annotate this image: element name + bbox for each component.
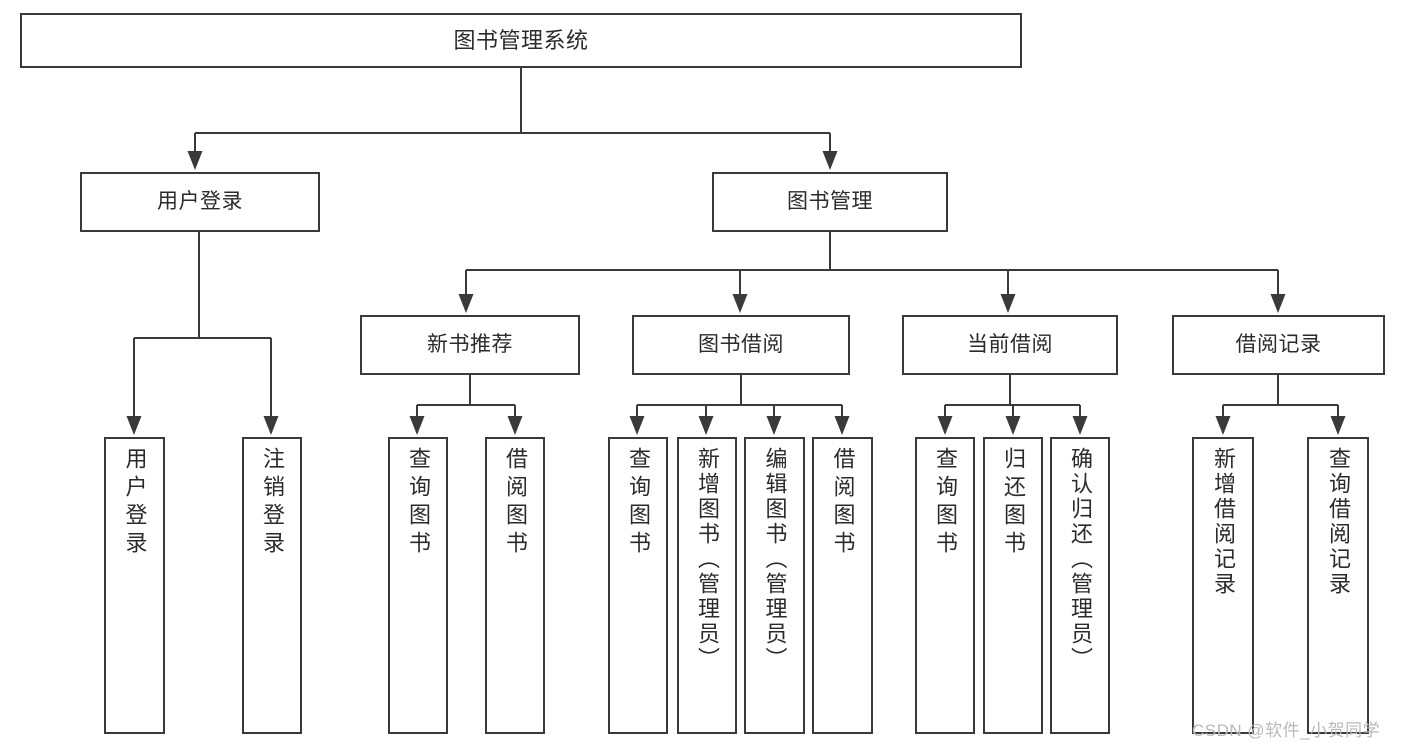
leaf-confirm-return-admin-label: 确认归还（管理员）: [1068, 447, 1093, 672]
leaf-confirm-return-admin[interactable]: 确认归还（管理员）: [1050, 437, 1110, 734]
leaf-query-books-borrow[interactable]: 查询图书: [608, 437, 668, 734]
node-user-login[interactable]: 用户登录: [80, 172, 320, 232]
leaf-edit-book-admin[interactable]: 编辑图书（管理员）: [744, 437, 805, 734]
leaf-query-books-recommend[interactable]: 查询图书: [388, 437, 448, 734]
leaf-query-books-recommend-label: 查询图书: [406, 447, 431, 559]
node-user-login-label: 用户登录: [157, 189, 243, 213]
node-new-book-recommend[interactable]: 新书推荐: [360, 315, 580, 375]
leaf-query-books-current-label: 查询图书: [933, 447, 958, 559]
leaf-add-book-admin[interactable]: 新增图书（管理员）: [677, 437, 737, 734]
leaf-return-books-label: 归还图书: [1001, 447, 1026, 559]
leaf-query-borrow-record[interactable]: 查询借阅记录: [1307, 437, 1369, 734]
node-book-management[interactable]: 图书管理: [712, 172, 948, 232]
node-current-borrow-label: 当前借阅: [967, 332, 1053, 356]
leaf-logout-login[interactable]: 注销登录: [242, 437, 302, 734]
leaf-return-books[interactable]: 归还图书: [983, 437, 1043, 734]
leaf-logout-login-label: 注销登录: [260, 447, 285, 559]
node-root-label: 图书管理系统: [453, 27, 589, 53]
leaf-borrow-books-recommend-label: 借阅图书: [503, 447, 528, 559]
leaf-add-borrow-record[interactable]: 新增借阅记录: [1192, 437, 1254, 734]
node-root[interactable]: 图书管理系统: [20, 13, 1022, 68]
leaf-add-borrow-record-label: 新增借阅记录: [1211, 447, 1236, 597]
node-book-management-label: 图书管理: [787, 189, 873, 213]
node-book-borrow[interactable]: 图书借阅: [632, 315, 850, 375]
node-borrow-record[interactable]: 借阅记录: [1172, 315, 1385, 375]
leaf-edit-book-admin-label: 编辑图书（管理员）: [762, 447, 788, 672]
node-borrow-record-label: 借阅记录: [1235, 332, 1322, 356]
watermark: CSDN @软件_小贺同学: [1192, 721, 1381, 740]
leaf-borrow-books-label: 借阅图书: [830, 447, 856, 559]
leaf-user-login[interactable]: 用户登录: [104, 437, 165, 734]
leaf-add-book-admin-label: 新增图书（管理员）: [695, 447, 720, 672]
leaf-borrow-books-recommend[interactable]: 借阅图书: [485, 437, 545, 734]
leaf-query-books-borrow-label: 查询图书: [626, 447, 651, 559]
node-new-book-recommend-label: 新书推荐: [427, 332, 513, 356]
leaf-borrow-books[interactable]: 借阅图书: [812, 437, 873, 734]
leaf-user-login-label: 用户登录: [122, 447, 148, 559]
node-book-borrow-label: 图书借阅: [698, 332, 784, 356]
node-current-borrow[interactable]: 当前借阅: [902, 315, 1118, 375]
leaf-query-books-current[interactable]: 查询图书: [915, 437, 975, 734]
leaf-query-borrow-record-label: 查询借阅记录: [1326, 447, 1351, 597]
